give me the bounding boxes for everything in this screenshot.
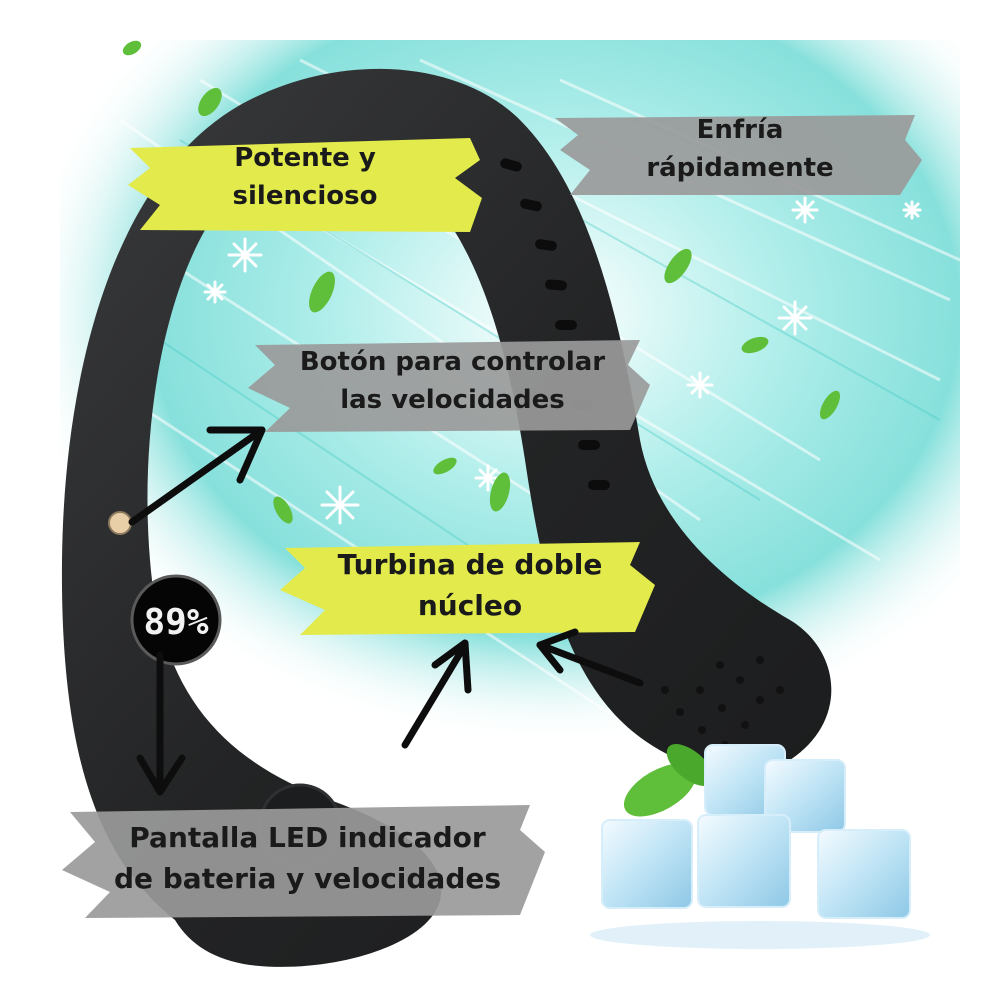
highlight-gray-display <box>62 805 545 918</box>
label-powerful-silent: Potente y silencioso <box>150 140 460 215</box>
label-button-line1: Botón para controlar <box>299 347 606 377</box>
label-speed-button: Botón para controlar las velocidades <box>265 344 640 419</box>
arrow-to-display <box>136 651 186 796</box>
arrow-to-turbine-right <box>536 628 644 687</box>
label-turbine-line2: núcleo <box>417 588 523 622</box>
label-turbine-line1: Turbina de doble <box>337 548 603 581</box>
label-display-line2: de bateria y velocidades <box>113 861 502 895</box>
led-readout: 89% <box>143 602 208 643</box>
highlight-yellow-powerful <box>128 138 482 232</box>
arrow-to-turbine-left <box>401 639 472 749</box>
ice-cubes-image <box>590 744 930 949</box>
label-cools-line2: rápidamente <box>646 152 834 183</box>
pointer-arrows <box>128 426 644 796</box>
label-backgrounds <box>62 115 922 918</box>
leaf-icons <box>122 40 841 524</box>
led-display: 89% <box>130 574 222 666</box>
arrow-to-button <box>128 426 266 526</box>
label-powerful-line1: Potente y <box>234 143 376 173</box>
highlight-yellow-turbine <box>280 542 655 635</box>
label-dual-turbine: Turbina de doble núcleo <box>300 545 640 626</box>
highlight-gray-cools <box>555 115 922 195</box>
speed-button <box>108 511 132 535</box>
label-cools-line1: Enfría <box>696 115 784 145</box>
label-cools-fast: Enfría rápidamente <box>580 112 900 187</box>
highlight-gray-button <box>248 340 650 432</box>
label-led-display: Pantalla LED indicador de bateria y velo… <box>85 818 530 899</box>
turbine-grille <box>661 656 784 749</box>
label-display-line1: Pantalla LED indicador <box>129 821 486 854</box>
label-button-line2: las velocidades <box>340 384 565 415</box>
label-powerful-line2: silencioso <box>232 180 378 211</box>
